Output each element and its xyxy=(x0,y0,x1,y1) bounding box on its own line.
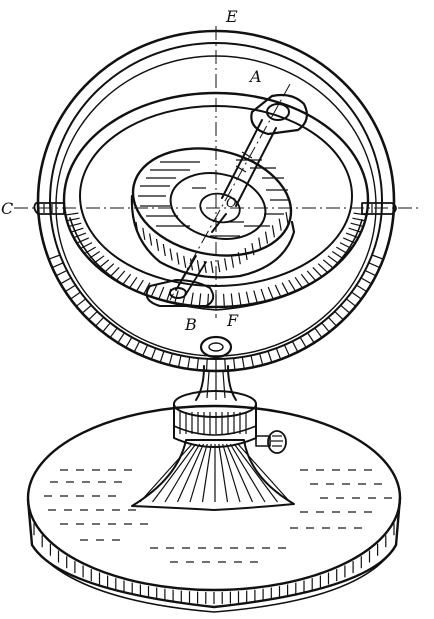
gimbal-hatching xyxy=(66,212,366,306)
label-O: O xyxy=(226,196,237,211)
bearing-B xyxy=(169,287,187,299)
base-plate-rim-lower xyxy=(31,544,397,613)
base-plate-rim xyxy=(26,496,402,609)
stand-hub-hatching xyxy=(179,412,247,434)
pivot-left xyxy=(33,202,65,215)
rotor-assembly xyxy=(130,93,309,307)
pivot-right xyxy=(361,202,397,215)
axes xyxy=(14,26,422,318)
stand-trumpet-hatching xyxy=(139,443,291,503)
rotor-rim-hatching xyxy=(135,211,289,274)
label-C: C xyxy=(1,199,13,218)
clamp-screw xyxy=(255,430,287,454)
label-A: A xyxy=(248,67,262,86)
outer-ring-hatching xyxy=(49,254,383,370)
base xyxy=(26,365,402,613)
label-B: B xyxy=(184,315,197,334)
rotor-disk-rim xyxy=(130,194,296,279)
stand-hub xyxy=(173,403,257,448)
rotor-disk-face xyxy=(131,147,293,257)
outer-ring-bearing-bottom xyxy=(199,335,233,359)
labels: E A C O B F xyxy=(0,6,264,334)
rotor-hub-ring xyxy=(169,172,267,240)
base-plate-top xyxy=(26,404,402,592)
label-F: F xyxy=(226,311,239,330)
axis-rotor-AB xyxy=(169,83,291,301)
base-rim-hatching xyxy=(33,523,395,604)
rotor-upper-bracket xyxy=(250,93,309,136)
bearing-A xyxy=(266,103,290,121)
base-top-hatching xyxy=(44,469,392,563)
rotor-shaft-upper xyxy=(211,119,277,233)
stand-hub-top xyxy=(173,390,257,418)
stand-hub-groove xyxy=(173,425,257,436)
rotor-lower-bracket xyxy=(145,279,215,307)
label-E: E xyxy=(225,7,238,26)
stand-trumpet xyxy=(131,439,295,511)
rotor-face-hatching xyxy=(138,159,290,237)
